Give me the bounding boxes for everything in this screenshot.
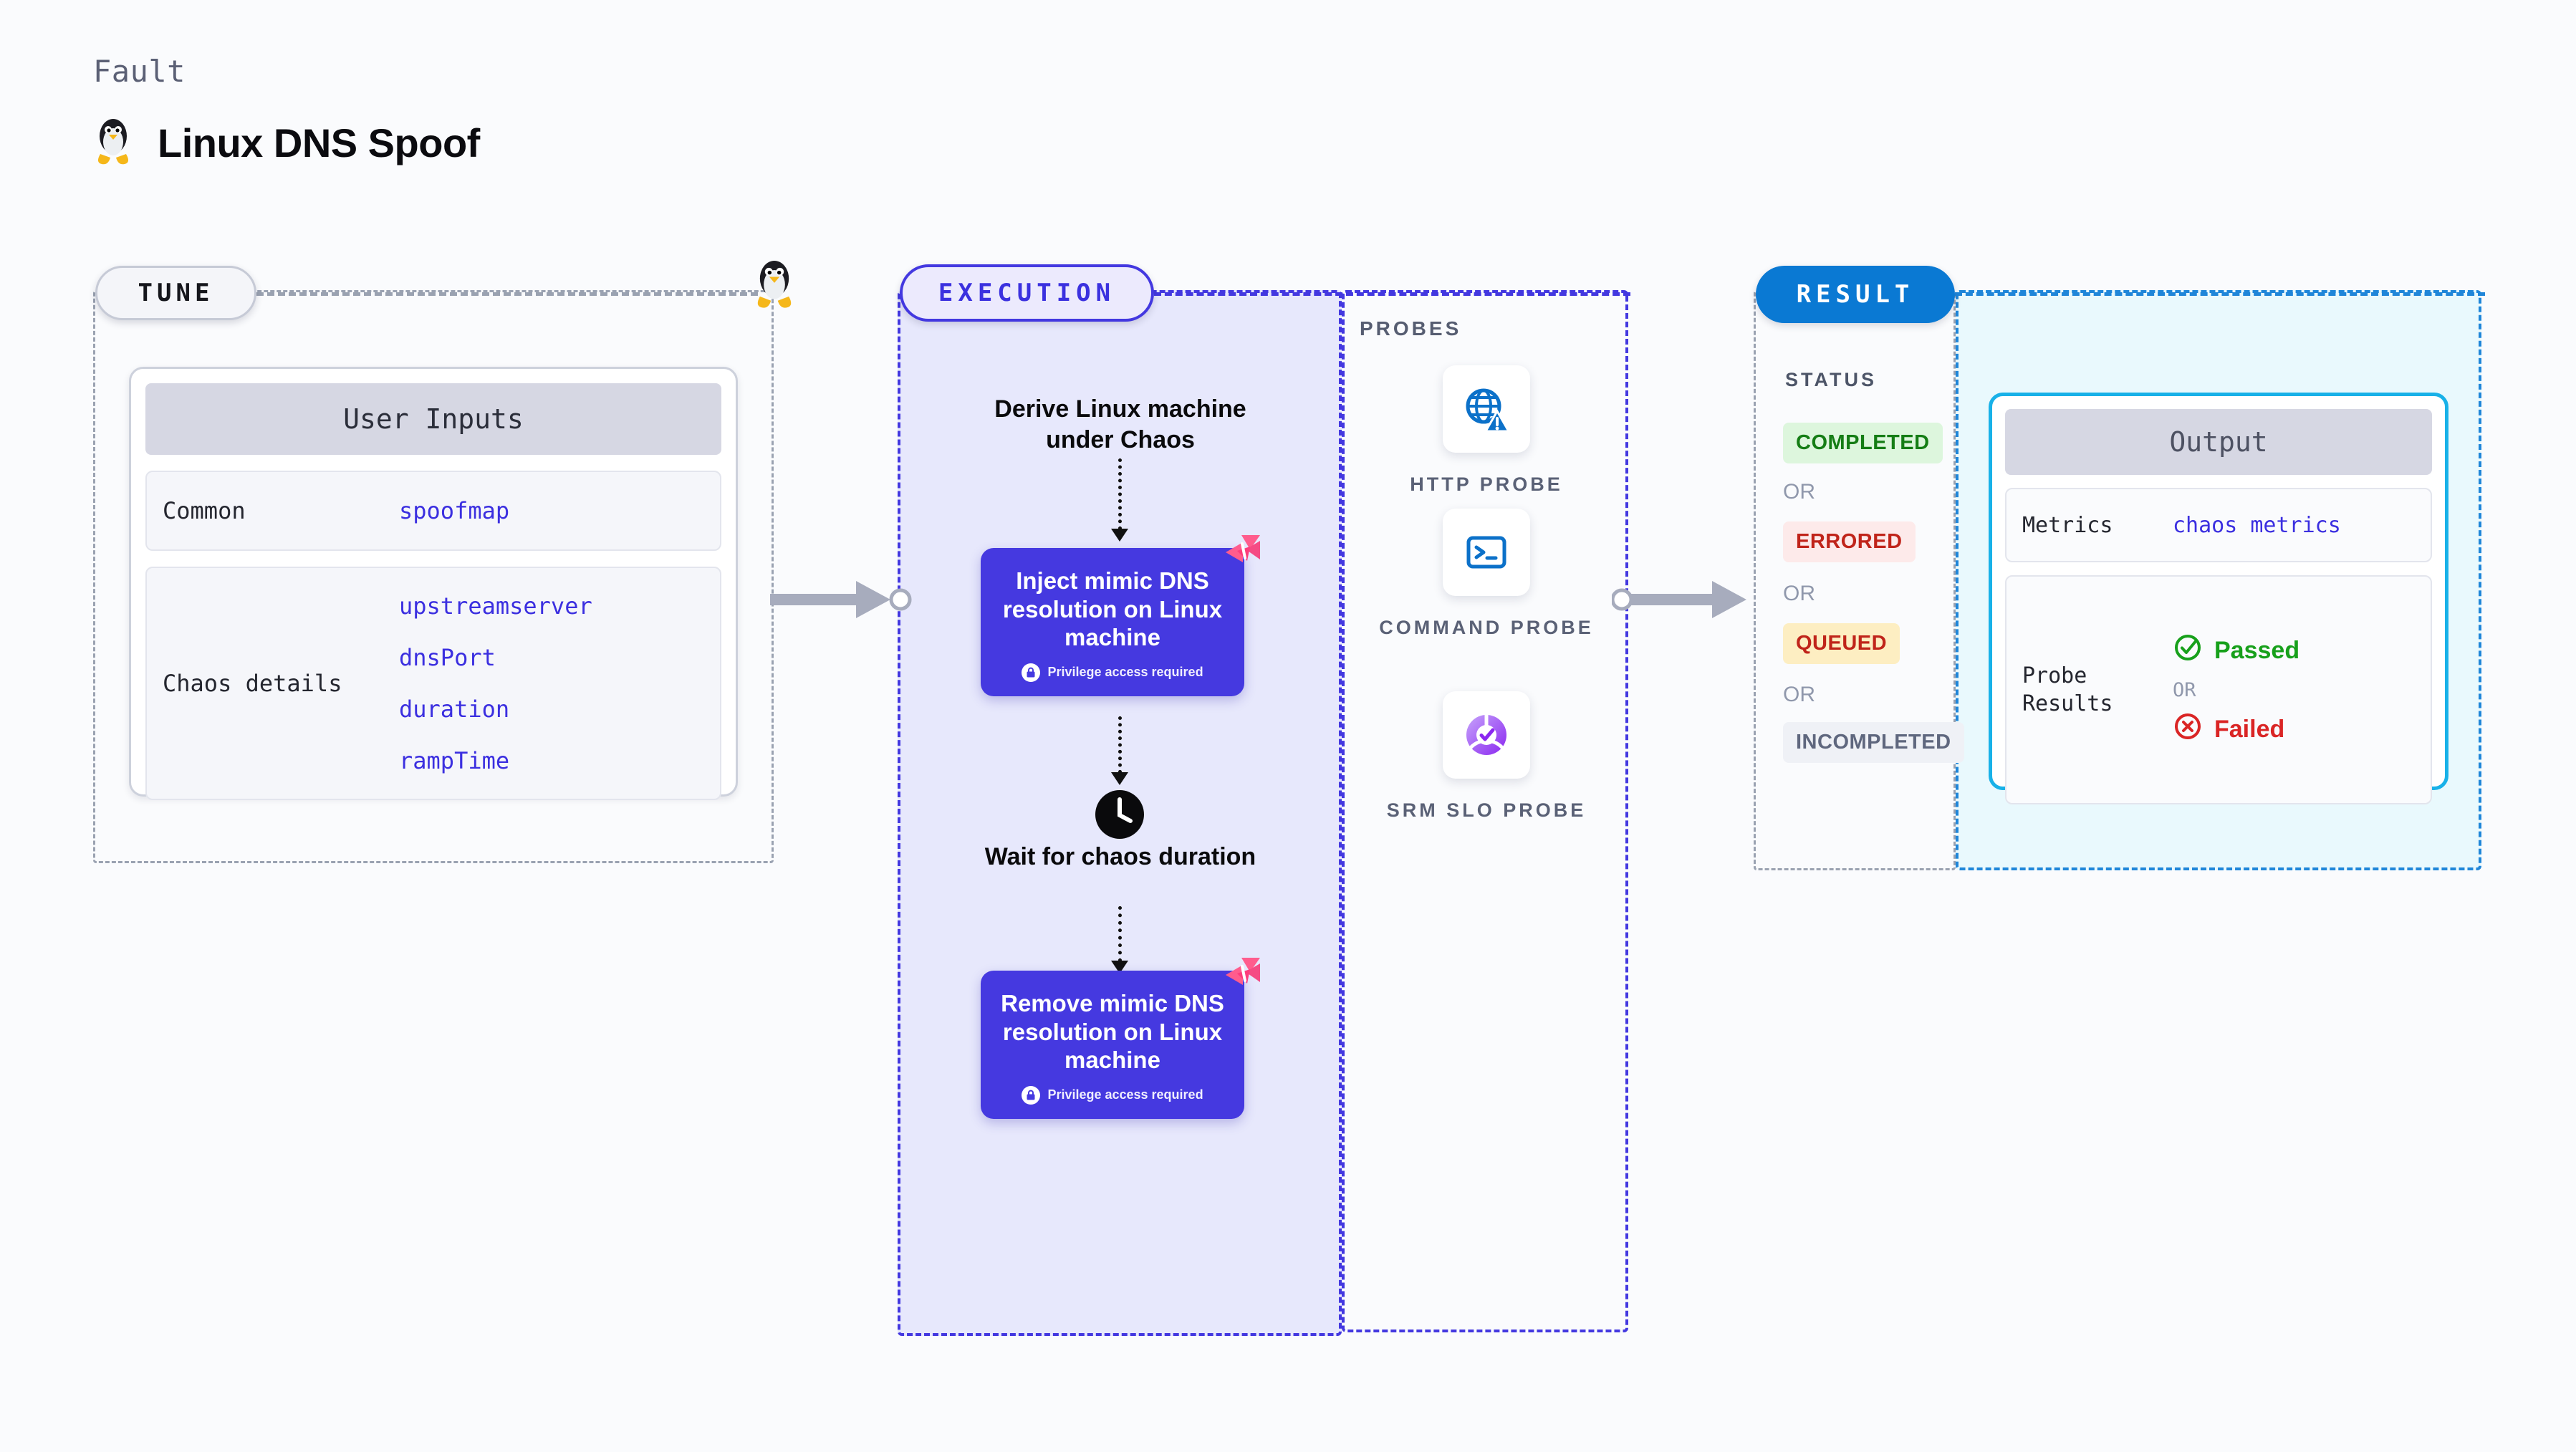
execution-pill[interactable]: EXECUTION	[900, 264, 1154, 322]
result-rail	[1955, 292, 2485, 296]
probe-passed-label: Passed	[2214, 636, 2300, 664]
tune-row-key: Chaos details	[163, 670, 342, 697]
tune-param[interactable]: upstreamserver	[399, 592, 592, 620]
execution-step-derive: Derive Linux machine under Chaos	[994, 395, 1246, 453]
probe-command[interactable]: COMMAND PROBE	[1379, 509, 1594, 640]
execution-step-wait: Wait for chaos duration	[984, 843, 1256, 870]
probe-result-passed: Passed	[2173, 633, 2299, 669]
execution-card-title: Inject mimic DNS resolution on Linux mac…	[1002, 567, 1223, 651]
probes-section-label: PROBES	[1360, 317, 1462, 340]
lock-icon	[1022, 1085, 1041, 1105]
linux-penguin-icon	[93, 115, 133, 171]
execution-connector-2-arrow	[1111, 772, 1128, 785]
tune-row-key: Common	[163, 497, 246, 524]
tune-row-chaos-details: Chaos details upstreamserver dnsPort dur…	[145, 567, 721, 800]
chaos-metrics-link[interactable]: chaos metrics	[2173, 512, 2341, 538]
linux-penguin-icon	[747, 256, 802, 311]
execution-card-note: Privilege access required	[1047, 665, 1203, 680]
probe-label: SRM SLO PROBE	[1386, 799, 1587, 821]
tune-row-values: spoofmap	[399, 497, 509, 524]
output-card: Output Metrics chaos metrics Probe Resul…	[1989, 393, 2448, 804]
status-or-2: OR	[1783, 582, 1815, 605]
status-or-1: OR	[1783, 480, 1815, 504]
output-row-key: Metrics	[2022, 512, 2113, 538]
tune-row-values: upstreamserver dnsPort duration rampTime	[399, 592, 592, 774]
probe-srm-slo[interactable]: SRM SLO PROBE	[1379, 691, 1594, 823]
execution-connector-3	[1118, 906, 1122, 962]
check-circle-icon	[2173, 633, 2203, 669]
execution-rail	[1154, 292, 1630, 296]
execution-connector-2	[1118, 716, 1122, 774]
user-inputs-header: User Inputs	[145, 383, 721, 455]
tune-param[interactable]: dnsPort	[399, 644, 496, 671]
page-title: Linux DNS Spoof	[158, 120, 480, 165]
probe-http[interactable]: HTTP PROBE	[1379, 365, 1594, 497]
tune-param[interactable]: spoofmap	[399, 497, 510, 524]
tune-panel	[93, 290, 774, 863]
tune-param[interactable]: duration	[399, 696, 510, 723]
probes-to-result-arrow	[1610, 577, 1762, 627]
probes-panel	[1342, 290, 1628, 1332]
tune-row-common: Common spoofmap	[145, 471, 721, 551]
probe-label: COMMAND PROBE	[1379, 617, 1594, 638]
execution-card-note: Privilege access required	[1047, 1087, 1203, 1102]
x-circle-icon	[2173, 711, 2203, 748]
status-or-3: OR	[1783, 683, 1815, 706]
output-row-key: Probe Results	[2022, 663, 2113, 716]
execution-card-note-row: Privilege access required	[996, 663, 1229, 682]
execution-card-inject[interactable]: Inject mimic DNS resolution on Linux mac…	[981, 535, 1260, 696]
fault-title-row: Linux DNS Spoof	[93, 115, 480, 171]
output-row-metrics: Metrics chaos metrics	[2005, 488, 2432, 562]
execution-connector-3-arrow	[1111, 961, 1128, 973]
status-badge-errored: ERRORED	[1783, 521, 1916, 562]
tune-param[interactable]: rampTime	[399, 747, 510, 774]
execution-card-remove[interactable]: Remove mimic DNS resolution on Linux mac…	[981, 958, 1260, 1119]
execution-card-note-row: Privilege access required	[996, 1085, 1229, 1105]
clock-icon	[1093, 788, 1146, 841]
probe-failed-label: Failed	[2214, 715, 2285, 743]
terminal-icon	[1443, 509, 1530, 596]
execution-connector-1	[1118, 458, 1122, 530]
fault-kicker: Fault	[93, 54, 186, 89]
status-badge-completed: COMPLETED	[1783, 423, 1943, 463]
tune-pill[interactable]: TUNE	[95, 266, 256, 320]
result-pill[interactable]: RESULT	[1756, 266, 1955, 323]
slo-donut-check-icon	[1443, 691, 1530, 779]
probe-result-values: Passed OR Failed	[2173, 633, 2299, 748]
probe-result-failed: Failed	[2173, 711, 2299, 748]
globe-warning-icon	[1443, 365, 1530, 453]
output-row-probe-results: Probe Results Passed OR	[2005, 575, 2432, 804]
lock-icon	[1022, 663, 1041, 682]
status-section-label: STATUS	[1785, 369, 1877, 390]
tune-to-execution-arrow	[770, 577, 913, 627]
harness-logo-icon	[1219, 953, 1263, 998]
user-inputs-card: User Inputs Common spoofmap Chaos detail…	[129, 367, 738, 800]
status-badge-incompleted: INCOMPLETED	[1783, 722, 1964, 763]
status-badge-queued: QUEUED	[1783, 623, 1900, 664]
probe-label: HTTP PROBE	[1410, 473, 1563, 495]
tune-rail	[256, 292, 758, 296]
output-header: Output	[2005, 409, 2432, 475]
probe-result-or: OR	[2173, 678, 2196, 701]
execution-card-title: Remove mimic DNS resolution on Linux mac…	[1001, 990, 1224, 1074]
execution-connector-1-arrow	[1111, 529, 1128, 542]
harness-logo-icon	[1219, 531, 1263, 575]
